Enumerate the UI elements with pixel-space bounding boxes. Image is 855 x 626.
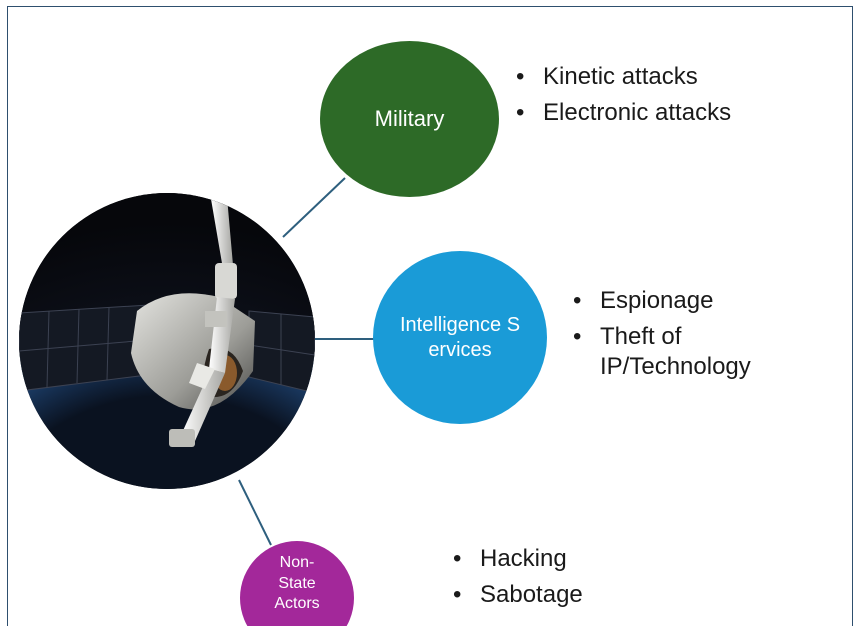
slide-frame: [7, 6, 853, 626]
connector-non-state: [238, 479, 272, 546]
military-label: Military: [374, 106, 445, 131]
spacecraft-photo-image: [19, 193, 315, 489]
connector-military: [282, 177, 346, 238]
military-node: Military: [320, 41, 499, 197]
non-state-bullet: Sabotage: [453, 580, 693, 610]
non-state-bullet-list: Hacking Sabotage: [453, 544, 693, 616]
military-bullet: Kinetic attacks: [516, 62, 776, 92]
non-state-bullet: Hacking: [453, 544, 693, 574]
non-state-actors-node: Non-State Actors: [240, 541, 354, 626]
intelligence-bullet: Espionage: [573, 286, 813, 316]
military-bullet: Electronic attacks: [516, 98, 776, 128]
intelligence-services-node: Intelligence Services: [373, 251, 547, 424]
intelligence-bullet: Theft of IP/Technology: [573, 322, 813, 382]
military-bullet-list: Kinetic attacks Electronic attacks: [516, 62, 776, 134]
intelligence-bullet-list: Espionage Theft of IP/Technology: [573, 286, 813, 388]
intelligence-label: Intelligence Services: [399, 313, 521, 361]
non-state-label: Non-State Actors: [274, 553, 320, 613]
